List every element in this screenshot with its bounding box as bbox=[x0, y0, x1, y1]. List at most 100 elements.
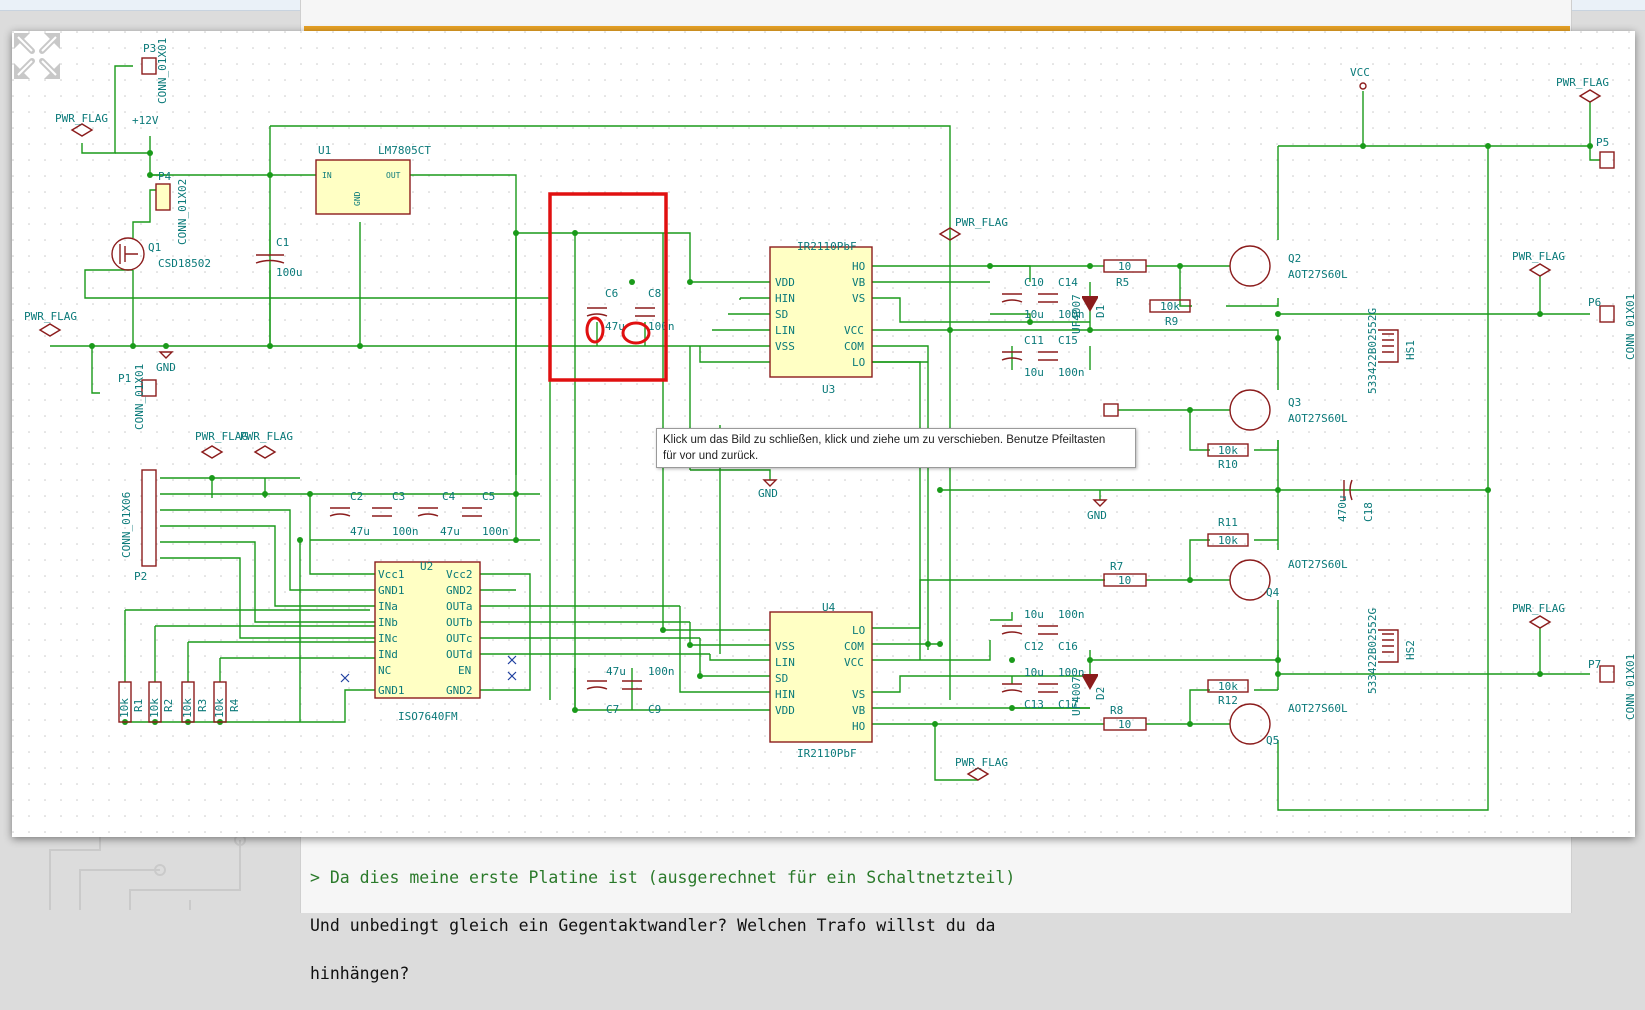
svg-text:LIN: LIN bbox=[775, 324, 795, 337]
svg-text:47u: 47u bbox=[350, 525, 370, 538]
svg-text:C9: C9 bbox=[648, 703, 661, 716]
svg-text:533422B02552G: 533422B02552G bbox=[1366, 608, 1379, 694]
svg-text:100n: 100n bbox=[482, 525, 509, 538]
svg-text:C16: C16 bbox=[1058, 640, 1078, 653]
svg-text:CONN_01X01: CONN_01X01 bbox=[1624, 294, 1635, 360]
svg-text:R10: R10 bbox=[1218, 458, 1238, 471]
svg-text:NC: NC bbox=[378, 664, 391, 677]
circuit-watermark-icon bbox=[49, 830, 246, 910]
svg-text:SD: SD bbox=[775, 308, 788, 321]
svg-text:10k: 10k bbox=[148, 698, 161, 718]
svg-text:R11: R11 bbox=[1218, 516, 1238, 529]
svg-text:VSS: VSS bbox=[775, 640, 795, 653]
svg-text:P3: P3 bbox=[143, 42, 156, 55]
svg-text:10k: 10k bbox=[181, 698, 194, 718]
svg-text:INc: INc bbox=[378, 632, 398, 645]
svg-text:C4: C4 bbox=[442, 490, 456, 503]
svg-text:LO: LO bbox=[852, 624, 865, 637]
svg-text:Q1: Q1 bbox=[148, 241, 161, 254]
tooltip-line-1: Klick um das Bild zu schließen, klick un… bbox=[663, 434, 1106, 446]
svg-text:VSS: VSS bbox=[775, 340, 795, 353]
svg-text:CONN_01X01: CONN_01X01 bbox=[156, 38, 169, 104]
svg-text:R4: R4 bbox=[228, 698, 241, 712]
svg-text:VB: VB bbox=[852, 704, 866, 717]
expand-icon[interactable] bbox=[12, 31, 62, 81]
svg-text:PWR_FLAG: PWR_FLAG bbox=[1556, 76, 1609, 89]
svg-text:C14: C14 bbox=[1058, 276, 1078, 289]
schematic-wires bbox=[50, 65, 1600, 811]
svg-text:COM: COM bbox=[844, 640, 864, 653]
svg-text:OUTa: OUTa bbox=[446, 600, 473, 613]
svg-text:100n: 100n bbox=[648, 320, 675, 333]
svg-text:470u: 470u bbox=[1336, 496, 1349, 523]
svg-text:CONN_01X06: CONN_01X06 bbox=[120, 492, 133, 558]
svg-text:GND1: GND1 bbox=[378, 684, 405, 697]
svg-text:U2: U2 bbox=[420, 560, 433, 573]
svg-text:PWR_FLAG: PWR_FLAG bbox=[24, 310, 77, 323]
tooltip-line-2: für vor und zurück. bbox=[663, 450, 759, 462]
svg-text:VCC: VCC bbox=[844, 324, 864, 337]
svg-text:HO: HO bbox=[852, 720, 865, 733]
svg-text:IN: IN bbox=[322, 171, 332, 180]
svg-text:+12V: +12V bbox=[132, 114, 159, 127]
svg-text:VCC: VCC bbox=[844, 656, 864, 669]
svg-text:VDD: VDD bbox=[775, 276, 795, 289]
svg-text:Q5: Q5 bbox=[1266, 734, 1279, 747]
svg-text:R2: R2 bbox=[162, 699, 175, 712]
svg-text:10: 10 bbox=[1118, 574, 1131, 587]
svg-text:100u: 100u bbox=[276, 266, 303, 279]
svg-text:CSD18502: CSD18502 bbox=[158, 257, 211, 270]
svg-text:HO: HO bbox=[852, 260, 865, 273]
svg-text:GND: GND bbox=[156, 361, 176, 374]
svg-text:100n: 100n bbox=[1058, 666, 1085, 679]
svg-text:U1: U1 bbox=[318, 144, 331, 157]
svg-text:100n: 100n bbox=[648, 665, 675, 678]
svg-text:CONN_01X01: CONN_01X01 bbox=[1624, 654, 1635, 720]
svg-text:ISO7640FM: ISO7640FM bbox=[398, 710, 458, 723]
svg-text:U3: U3 bbox=[822, 383, 835, 396]
svg-text:AOT27S60L: AOT27S60L bbox=[1288, 268, 1348, 281]
svg-text:47u: 47u bbox=[606, 665, 626, 678]
svg-text:OUTb: OUTb bbox=[446, 616, 473, 629]
svg-text:GND1: GND1 bbox=[378, 584, 405, 597]
svg-text:INa: INa bbox=[378, 600, 398, 613]
svg-text:533422B02552G: 533422B02552G bbox=[1366, 308, 1379, 394]
svg-text:OUT: OUT bbox=[386, 171, 401, 180]
svg-text:R3: R3 bbox=[196, 699, 209, 712]
svg-text:UF4007: UF4007 bbox=[1070, 294, 1083, 334]
svg-text:LO: LO bbox=[852, 356, 865, 369]
svg-text:10k: 10k bbox=[1218, 680, 1238, 693]
svg-text:UF4007: UF4007 bbox=[1070, 676, 1083, 716]
lightbox-tooltip: Klick um das Bild zu schließen, klick un… bbox=[656, 428, 1136, 468]
svg-text:10k: 10k bbox=[213, 698, 226, 718]
svg-text:PWR_FLAG: PWR_FLAG bbox=[955, 756, 1008, 769]
svg-text:C12: C12 bbox=[1024, 640, 1044, 653]
image-lightbox[interactable]: P3 CONN_01X01 PWR_FLAG +12V P4 CONN_01X0… bbox=[12, 31, 1635, 837]
svg-text:D2: D2 bbox=[1094, 687, 1107, 700]
svg-text:Vcc2: Vcc2 bbox=[446, 568, 473, 581]
svg-text:100n: 100n bbox=[1058, 608, 1085, 621]
svg-text:AOT27S60L: AOT27S60L bbox=[1288, 702, 1348, 715]
svg-text:P1: P1 bbox=[118, 372, 131, 385]
no-connect-marks bbox=[340, 655, 517, 683]
annotation-highlight bbox=[548, 192, 668, 382]
svg-text:OUTd: OUTd bbox=[446, 648, 473, 661]
svg-text:CONN_01X01: CONN_01X01 bbox=[133, 364, 146, 430]
svg-text:100n: 100n bbox=[392, 525, 419, 538]
svg-text:P5: P5 bbox=[1596, 136, 1609, 149]
svg-text:CONN_01X02: CONN_01X02 bbox=[176, 179, 189, 245]
svg-text:R8: R8 bbox=[1110, 704, 1123, 717]
svg-text:47u: 47u bbox=[605, 320, 625, 333]
svg-text:VB: VB bbox=[852, 276, 866, 289]
svg-text:C2: C2 bbox=[350, 490, 363, 503]
diode-symbols bbox=[1082, 296, 1098, 690]
svg-text:PWR_FLAG: PWR_FLAG bbox=[1512, 250, 1565, 263]
svg-text:C5: C5 bbox=[482, 490, 495, 503]
svg-text:10k: 10k bbox=[1160, 300, 1180, 313]
svg-text:10u: 10u bbox=[1024, 666, 1044, 679]
svg-text:D1: D1 bbox=[1094, 305, 1107, 318]
svg-text:INb: INb bbox=[378, 616, 398, 629]
svg-text:VDD: VDD bbox=[775, 704, 795, 717]
svg-text:Q4: Q4 bbox=[1266, 586, 1280, 599]
svg-text:R1: R1 bbox=[132, 699, 145, 712]
